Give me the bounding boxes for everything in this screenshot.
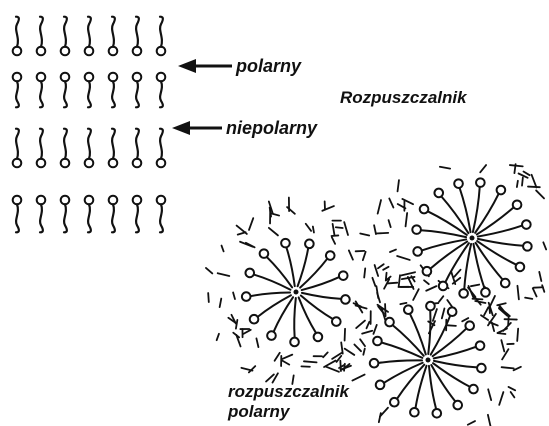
- lipid-molecule: [85, 196, 94, 233]
- arrow-polar: [178, 59, 232, 73]
- label-arrows: [172, 59, 232, 135]
- lipid-molecule: [133, 73, 142, 108]
- label-solvent: Rozpuszczalnik: [340, 88, 468, 107]
- lipid-molecule: [85, 17, 94, 56]
- lipid-molecule: [109, 73, 118, 108]
- lipid-molecule: [13, 129, 22, 168]
- micelle: [242, 239, 350, 346]
- label-polar-solvent-line2: polarny: [227, 402, 291, 421]
- lipid-molecule: [157, 17, 166, 56]
- label-polar-solvent-line1: rozpuszczalnik: [228, 382, 350, 401]
- lipid-molecule: [157, 129, 166, 168]
- lipid-molecule: [157, 196, 166, 233]
- lipid-molecule: [37, 73, 46, 108]
- micelle: [412, 178, 531, 297]
- micelle: [370, 302, 486, 418]
- lipid-molecule: [109, 196, 118, 233]
- lipid-molecule: [13, 17, 22, 56]
- lipid-molecule: [109, 129, 118, 168]
- lipid-molecule: [37, 129, 46, 168]
- lipid-molecule: [85, 129, 94, 168]
- label-polar: polarny: [235, 56, 302, 76]
- lipid-bilayer: [13, 17, 166, 233]
- lipid-molecule: [61, 73, 70, 108]
- lipid-molecule: [133, 129, 142, 168]
- lipid-molecule: [61, 17, 70, 56]
- lipid-molecule: [13, 73, 22, 108]
- label-nonpolar: niepolarny: [226, 118, 318, 138]
- lipid-molecule: [85, 73, 94, 108]
- arrow-nonpolar: [172, 121, 222, 135]
- lipid-molecule: [61, 129, 70, 168]
- lipid-molecule: [13, 196, 22, 233]
- lipid-molecule: [61, 196, 70, 233]
- lipid-molecule: [133, 196, 142, 233]
- lipid-molecule: [37, 196, 46, 233]
- lipid-molecule: [133, 17, 142, 56]
- lipid-molecule: [157, 73, 166, 108]
- lipid-molecule: [109, 17, 118, 56]
- solvent-dashes: [332, 265, 521, 426]
- lipid-molecule: [37, 17, 46, 56]
